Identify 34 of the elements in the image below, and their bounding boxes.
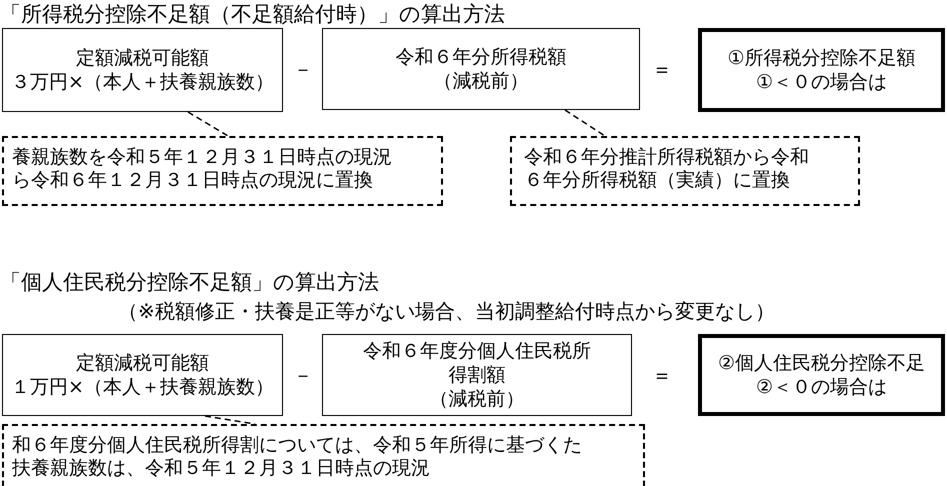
formula-text: （減税前）	[434, 69, 528, 93]
operator-sign: －	[293, 362, 313, 389]
note-text: （※税額修正・扶養是正等がない場合、当初調整給付時点から変更なし）	[118, 298, 775, 325]
operator-sign: ＝	[652, 56, 672, 83]
note-box	[510, 136, 860, 206]
dashed-connector	[188, 111, 228, 137]
section-title: 「個人住民税分控除不足額」の算出方法	[0, 269, 379, 296]
heading-text: 令和６年度分個人住民税所得割額	[362, 339, 592, 387]
heading-text: ①所得税分控除不足額	[727, 46, 916, 70]
note-text: 養親族数を令和５年１２月３１日時点の現況ら令和６年１２月３１日時点の現況に置換	[12, 146, 393, 192]
formula-box	[2, 28, 283, 112]
formula-text: （減税前）	[430, 387, 524, 411]
formula-text: ②＜０の場合は	[756, 375, 888, 399]
result-box	[698, 334, 945, 416]
heading-text: ②個人住民税分控除不足	[718, 351, 926, 375]
formula-box	[322, 28, 640, 110]
heading-text: 定額減税可能額	[76, 351, 209, 375]
formula-box	[2, 334, 283, 416]
note-text: 令和６年分推計所得税額から令和６年分所得税額（実績）に置換	[524, 146, 810, 192]
result-box	[698, 28, 945, 112]
operator-sign: －	[293, 56, 313, 83]
heading-text: 令和６年分所得税額	[396, 45, 566, 69]
note-box	[2, 136, 443, 206]
formula-box	[322, 334, 632, 416]
section-title: 「所得税分控除不足額（不足額給付時）」の算出方法	[0, 1, 505, 28]
formula-text: ①＜０の場合は	[756, 70, 888, 94]
heading-text: 定額減税可能額	[76, 46, 209, 70]
note-text: 和６年度分個人住民税所得割については、令和５年所得に基づくた扶養親族数は、令和５年１２月３１日時点の現況	[12, 434, 583, 480]
note-box	[2, 424, 645, 486]
formula-text: ３万円×（本人＋扶養親族数）	[11, 70, 274, 94]
dashed-connector	[564, 109, 606, 137]
operator-sign: ＝	[652, 362, 672, 389]
dashed-connector	[204, 415, 256, 425]
formula-text: １万円×（本人＋扶養親族数）	[11, 375, 274, 399]
